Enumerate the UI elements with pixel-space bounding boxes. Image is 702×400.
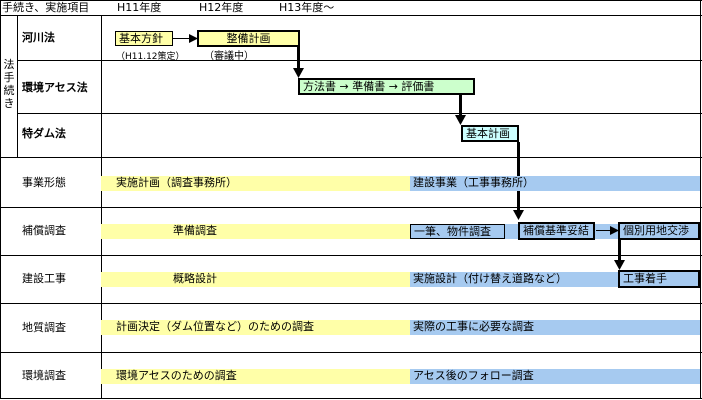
row-divider-assess	[18, 113, 702, 114]
kobetsu-youchi-box: 個別用地交渉	[618, 222, 700, 240]
arrow-shaft-youchi-to-kouji	[618, 240, 621, 261]
kensetsu-phase2-bar: 実施設計（付け替え道路など）	[410, 272, 618, 287]
row-label-tokudamu: 特ダム法	[22, 127, 66, 140]
arrow-shaft-houshin	[173, 38, 190, 39]
arrow-head-kijun-to-youchi	[610, 226, 619, 235]
chishitsu-phase1-bar: 計画決定（ダム位置など）のための調査	[101, 320, 410, 335]
section-divider-legal	[0, 157, 702, 158]
section-label-kensetsu: 建設工事	[22, 272, 66, 285]
kankyou-phase1-bar: 環境アセスのための調査	[101, 369, 410, 384]
seibi-keikaku-note: （審議中）	[204, 51, 254, 62]
section-label-jigyou: 事業形態	[22, 176, 66, 189]
row-label-assess: 環境アセス法	[22, 81, 88, 94]
outer-top-border	[0, 0, 702, 1]
section-label-kankyou: 環境調査	[22, 369, 66, 382]
arrow-head-assess-to-kihon	[455, 115, 466, 125]
arrow-shaft-kijun-to-youchi	[596, 230, 611, 231]
kihon-keikaku-box: 基本計画	[461, 125, 519, 142]
chishitsu-phase2-bar: 実際の工事に必要な調査	[410, 320, 700, 335]
outer-left-border	[0, 0, 1, 399]
kankyou-phase2-bar: アセス後のフォロー調査	[410, 369, 700, 384]
row-divider-kasen	[18, 60, 702, 61]
year-label-h13: H13年度～	[279, 1, 335, 14]
arrow-head-houshin-to-seibi	[189, 34, 198, 43]
year-label-h12: H12年度	[199, 1, 244, 14]
year-label-h11: H11年度	[117, 1, 162, 14]
arrow-head-youchi-to-kouji	[614, 260, 625, 270]
section-divider-2	[0, 255, 702, 256]
label-column-divider	[101, 15, 102, 399]
seibi-keikaku-box: 整備計画	[197, 30, 300, 47]
section-divider-1	[0, 207, 702, 208]
section-label-chishitsu: 地質調査	[22, 321, 66, 334]
arrow-shaft-seibi-to-assess	[297, 47, 300, 69]
header-divider	[0, 15, 702, 16]
arrow-head-kihon-to-hoshou	[513, 210, 524, 220]
section-divider-4	[0, 352, 702, 353]
legal-group-divider	[17, 15, 18, 158]
hoshou-kijun-box: 補償基準妥結	[518, 222, 595, 240]
outer-bottom-border	[0, 398, 702, 399]
section-label-hoshou: 補償調査	[22, 224, 66, 237]
hoshou-phase1-bar: 準備調査	[101, 224, 410, 239]
legal-group-label: 法手続き	[3, 58, 15, 110]
arrow-shaft-assess-to-kihon	[459, 95, 462, 116]
outer-right-border	[700, 0, 701, 399]
arrow-head-seibi-to-assess	[293, 68, 304, 78]
jigyou-phase2-bar: 建設事業（工事事務所）	[410, 176, 700, 191]
assessment-flow-box: 方法書 → 準備書 → 評価書	[298, 78, 475, 95]
kouji-chakushu-box: 工事着手	[618, 270, 700, 288]
kihon-houshin-note: （H11.12策定）	[116, 52, 185, 62]
section-divider-3	[0, 303, 702, 304]
jigyou-phase1-bar: 実施計画（調査事務所）	[101, 176, 410, 191]
row-label-kasen: 河川法	[22, 31, 55, 44]
kihon-houshin-box: 基本方針	[115, 31, 173, 46]
kensetsu-phase1-bar: 概略設計	[101, 272, 410, 287]
header-corner-label: 手続き、実施項目	[2, 1, 90, 14]
hoshou-phase2-bar: 一筆、物件調査	[410, 224, 505, 239]
